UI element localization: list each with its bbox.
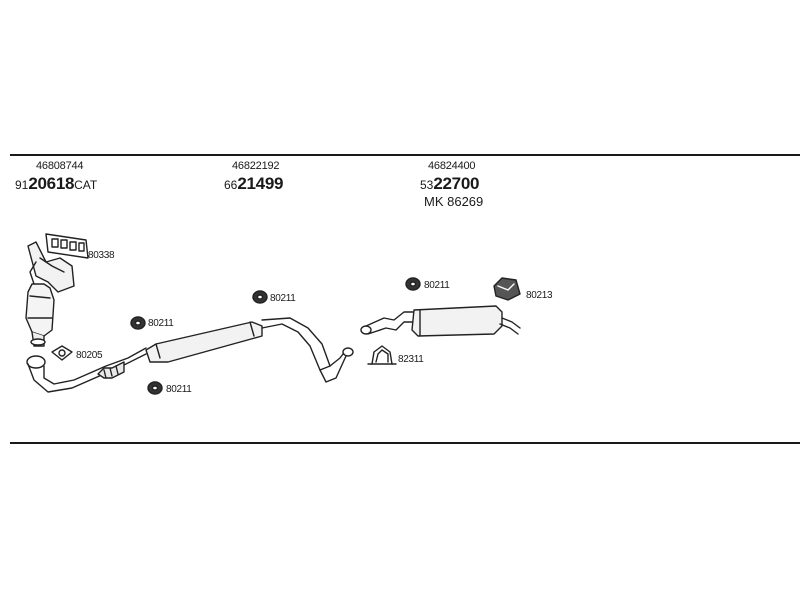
- clamp-icon: [367, 345, 397, 365]
- rubber-hanger-icon: [405, 277, 421, 291]
- flange-gasket-icon: [51, 345, 73, 361]
- bottom-divider: [10, 442, 800, 444]
- part-label-rear-bracket: 80213: [526, 290, 553, 301]
- catalytic-converter-icon: [25, 241, 75, 347]
- rubber-hanger-icon: [130, 316, 146, 330]
- manifold-gasket-icon: [45, 233, 89, 259]
- part-number-rear-silencer: 5322700: [420, 174, 480, 193]
- rear-silencer-icon: [360, 305, 521, 337]
- rubber-hanger-icon: [252, 290, 268, 304]
- rear-bracket-icon: [493, 277, 521, 301]
- oem-number-front-silencer: 46822192: [232, 160, 280, 172]
- top-divider: [10, 154, 800, 156]
- part-label-clamp: 82311: [398, 354, 424, 365]
- front-silencer-icon: [145, 317, 354, 383]
- oem-number-catalyst: 46808744: [36, 160, 84, 172]
- mk-number: MK 86269: [424, 194, 484, 209]
- part-label-hanger: 80211: [166, 384, 192, 395]
- part-number-front-silencer: 6621499: [224, 174, 284, 193]
- part-label-hanger: 80211: [148, 318, 174, 329]
- part-label-flange-gasket: 80205: [76, 350, 103, 361]
- part-label-hanger: 80211: [424, 280, 450, 291]
- rubber-hanger-icon: [147, 381, 163, 395]
- front-pipe-icon: [26, 347, 147, 393]
- oem-number-rear-silencer: 46824400: [428, 160, 476, 172]
- part-label-manifold-gasket: 80338: [88, 250, 115, 261]
- part-number-catalyst: 9120618CAT: [15, 174, 98, 193]
- part-label-hanger: 80211: [270, 293, 296, 304]
